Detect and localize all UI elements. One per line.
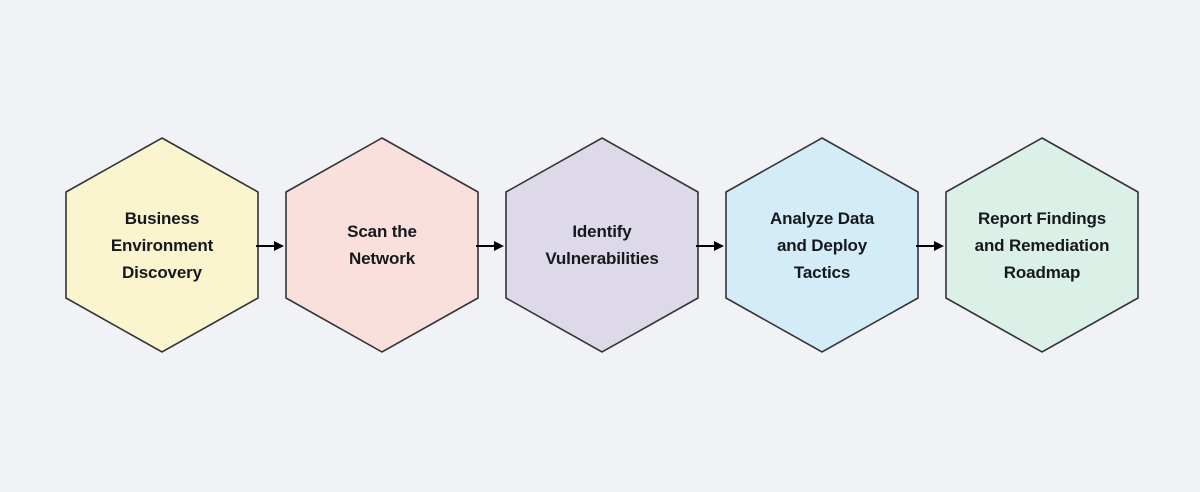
flow-connector-arrow-1-2 bbox=[256, 234, 284, 258]
hexagon-shape-icon bbox=[285, 137, 479, 353]
flow-node-step-4[interactable]: Analyze Data and Deploy Tactics bbox=[725, 137, 919, 353]
flow-connector-arrow-3-4 bbox=[696, 234, 724, 258]
flow-node-step-3[interactable]: Identify Vulnerabilities bbox=[505, 137, 699, 353]
arrow-right-icon bbox=[476, 241, 504, 251]
hexagon-shape-icon bbox=[945, 137, 1139, 353]
flow-node-step-5[interactable]: Report Findings and Remediation Roadmap bbox=[945, 137, 1139, 353]
flow-node-step-1[interactable]: Business Environment Discovery bbox=[65, 137, 259, 353]
flow-node-step-2[interactable]: Scan the Network bbox=[285, 137, 479, 353]
flow-connector-arrow-2-3 bbox=[476, 234, 504, 258]
hexagon-shape-icon bbox=[505, 137, 699, 353]
hexagon-shape-icon bbox=[65, 137, 259, 353]
arrow-right-icon bbox=[916, 241, 944, 251]
flow-connector-arrow-4-5 bbox=[916, 234, 944, 258]
hexagon-shape-icon bbox=[725, 137, 919, 353]
arrow-right-icon bbox=[256, 241, 284, 251]
arrow-right-icon bbox=[696, 241, 724, 251]
